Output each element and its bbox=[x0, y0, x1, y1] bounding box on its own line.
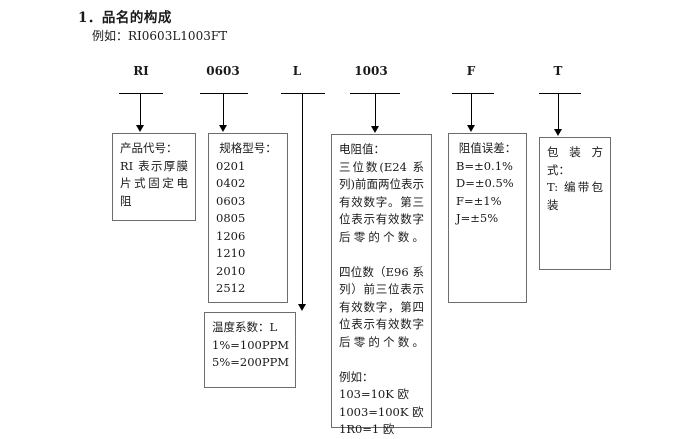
size-item-0402: 0402 bbox=[216, 176, 246, 190]
tolerance-item-f: F=±1% bbox=[456, 193, 502, 208]
size-item-1206: 1206 bbox=[216, 228, 246, 243]
section-title: 品名的构成 bbox=[101, 10, 172, 26]
resistance-para-e24: 三位数(E24 系列)前面两位表示有效数字。第三位表示有效数字后零的个数。 bbox=[339, 159, 424, 244]
example-label: 例如： bbox=[92, 29, 129, 43]
resistance-example-103: 103=10K 欧 bbox=[339, 387, 409, 401]
size-item-0603: 0603 bbox=[216, 193, 246, 208]
tolerance-item-d: D=±0.5% bbox=[456, 176, 514, 190]
temp-coefficient-title: 温度系数：L bbox=[212, 320, 278, 334]
connector-stem-packaging bbox=[558, 93, 559, 131]
segment-label-temp-coefficient: L bbox=[292, 64, 302, 78]
temp-coefficient-line-1pct: 1%=100PPM bbox=[212, 337, 290, 352]
resistance-example-1r0: 1R0=1 欧 bbox=[339, 422, 395, 436]
connector-arrowhead-product-code bbox=[136, 125, 144, 132]
box-packaging: 包装方式： T: 编带包装 bbox=[539, 137, 611, 270]
size-item-2010: 2010 bbox=[216, 263, 246, 278]
connector-arrowhead-packaging bbox=[554, 129, 562, 136]
box-size: 规格型号： 0201 0402 0603 0805 1206 1210 2010… bbox=[208, 133, 288, 303]
example-line: 例如：RI0603L1003FT bbox=[92, 27, 227, 44]
segment-label-resistance: 1003 bbox=[354, 64, 388, 78]
packaging-title: 包装方式： bbox=[547, 145, 603, 177]
connector-bar-packaging bbox=[539, 93, 581, 94]
connector-bar-size bbox=[200, 93, 248, 94]
box-product-code: 产品代号： RI 表示厚膜片式固定电阻 bbox=[112, 133, 196, 221]
connector-stem-tolerance bbox=[471, 93, 472, 127]
connector-arrowhead-tolerance bbox=[467, 125, 475, 132]
box-temperature-coefficient: 温度系数：L 1%=100PPM 5%=200PPM bbox=[204, 312, 296, 388]
size-item-0201: 0201 bbox=[216, 158, 246, 173]
box-resistance: 电阻值： 三位数(E24 系列)前面两位表示有效数字。第三位表示有效数字后零的个… bbox=[331, 134, 432, 436]
connector-stem-temp-coefficient bbox=[302, 93, 303, 307]
connector-arrowhead-resistance bbox=[371, 126, 379, 133]
connector-bar-temp-coefficient bbox=[281, 93, 325, 94]
size-title: 规格型号： bbox=[219, 141, 277, 155]
connector-arrowhead-temp-coefficient bbox=[298, 304, 306, 311]
example-part-number: RI0603L1003FT bbox=[128, 29, 228, 43]
product-code-body: RI 表示厚膜片式固定电阻 bbox=[120, 158, 188, 208]
connector-stem-product-code bbox=[140, 93, 141, 127]
resistance-para-e96: 四位数（E96 系列）前三位表示有效数字，第四位表示有效数字后零的个数。 bbox=[339, 264, 424, 349]
connector-stem-resistance bbox=[375, 93, 376, 128]
size-item-0805: 0805 bbox=[216, 211, 246, 225]
connector-bar-product-code bbox=[119, 93, 163, 94]
section-number: 1． bbox=[78, 10, 102, 26]
segment-label-size: 0603 bbox=[206, 64, 240, 78]
segment-label-packaging: T bbox=[553, 64, 563, 78]
product-code-title: 产品代号： bbox=[120, 141, 178, 155]
tolerance-title: 阻值误差： bbox=[458, 141, 517, 155]
resistance-example-label: 例如： bbox=[339, 369, 374, 384]
tolerance-item-b: B=±0.1% bbox=[456, 158, 513, 173]
resistance-example-1003: 1003=100K 欧 bbox=[339, 404, 424, 419]
connector-stem-size bbox=[223, 93, 224, 127]
box-tolerance: 阻值误差： B=±0.1% D=±0.5% F=±1% J=±5% bbox=[448, 133, 527, 303]
segment-label-tolerance: F bbox=[466, 64, 476, 78]
resistance-title: 电阻值： bbox=[339, 142, 385, 156]
connector-arrowhead-size bbox=[219, 125, 227, 132]
size-item-1210: 1210 bbox=[216, 246, 246, 260]
packaging-body: T: 编带包装 bbox=[547, 180, 603, 212]
tolerance-item-j: J=±5% bbox=[456, 211, 499, 225]
page-title: 1．品名的构成 bbox=[78, 6, 172, 26]
connector-bar-tolerance bbox=[452, 93, 494, 94]
segment-label-product-code: RI bbox=[133, 64, 149, 78]
temp-coefficient-line-5pct: 5%=200PPM bbox=[212, 355, 290, 369]
size-item-2512: 2512 bbox=[216, 281, 246, 295]
